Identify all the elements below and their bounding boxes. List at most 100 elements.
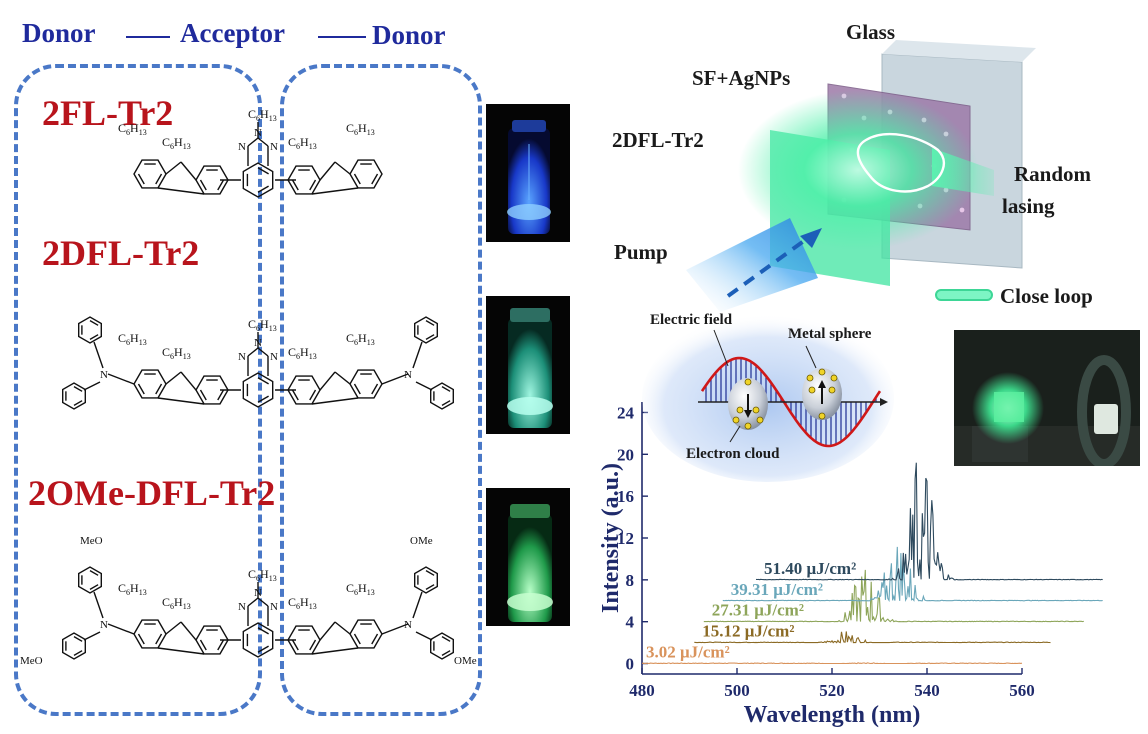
double-bond [309, 389, 317, 401]
label-glass: Glass [846, 20, 896, 44]
hexyl-label: C6H13 [162, 595, 191, 611]
electron-dot [756, 416, 764, 424]
electric-field-wave [700, 356, 882, 448]
double-bond [155, 383, 163, 395]
double-bond [199, 639, 207, 651]
double-bond [441, 386, 451, 392]
molecule-name-2fl-tr2: 2FL-Tr2 [42, 93, 174, 133]
double-bond [89, 570, 99, 576]
bond [247, 137, 259, 147]
double-bond [73, 400, 83, 406]
electron-dot [806, 374, 814, 382]
nitrogen-label: N [100, 619, 108, 631]
electron-dot [818, 368, 826, 376]
bond [247, 347, 259, 357]
x-axis-label: Wavelength (nm) [744, 702, 921, 728]
double-bond [425, 584, 435, 590]
bond [412, 341, 423, 369]
lasing-output-beam [932, 148, 994, 196]
electron-dot [752, 406, 760, 414]
bond [83, 631, 101, 641]
double-bond [371, 633, 379, 645]
nitrogen-label: N [270, 601, 278, 613]
surface-plasmon-inset [642, 314, 894, 482]
electron-dot [744, 422, 752, 430]
pump-arrowhead-icon [800, 228, 822, 248]
vial-cyan-icon [507, 308, 553, 428]
double-bond [257, 645, 269, 653]
benzene-ring [77, 316, 103, 344]
double-bond [425, 320, 435, 326]
bond [157, 397, 205, 405]
double-bond [309, 179, 317, 191]
spectrum-line [722, 546, 1103, 603]
double-bond [353, 633, 361, 645]
double-bond [217, 389, 225, 401]
bond [412, 591, 423, 619]
x-tick-label: 560 [1009, 681, 1035, 700]
methoxy-label: OMe [410, 535, 433, 547]
double-bond [441, 400, 451, 406]
label-metal-sphere: Metal sphere [788, 326, 872, 342]
nitrogen-label: N [238, 601, 246, 613]
double-bond [137, 173, 145, 185]
nitrogen-label: N [238, 141, 246, 153]
double-bond [217, 179, 225, 191]
double-bond [257, 395, 269, 403]
y-axis-label: Intensity (a.u.) [598, 463, 624, 613]
double-bond [441, 636, 451, 642]
benzene-ring [242, 622, 274, 658]
methoxy-label: MeO [80, 535, 103, 547]
label-lasing: lasing [1002, 194, 1055, 218]
vial-photo-2fl-tr2 [486, 104, 570, 242]
header-acceptor: Acceptor [180, 18, 285, 48]
label-electric-field: Electric field [650, 312, 733, 328]
electron-dot [736, 406, 744, 414]
double-bond [353, 383, 361, 395]
nitrogen-label: N [238, 351, 246, 363]
close-loop-swatch [935, 289, 993, 301]
bond [381, 623, 409, 635]
molecule-name-2ome-dfl-tr2: 2OMe-DFL-Tr2 [28, 473, 276, 513]
hexyl-label-triazole: C6H13 [248, 317, 277, 333]
spectrum-line [755, 462, 1103, 581]
hexyl-label: C6H13 [346, 331, 375, 347]
spectrum-line [641, 662, 1023, 665]
double-bond [199, 389, 207, 401]
double-bond [425, 334, 435, 340]
bond [165, 621, 182, 635]
bond [334, 161, 351, 175]
double-bond [137, 383, 145, 395]
electron-dot [744, 378, 752, 386]
molecule-name-2dfl-tr2: 2DFL-Tr2 [42, 233, 200, 273]
electron-dot [818, 412, 826, 420]
device-photo [954, 330, 1140, 466]
benzene-ring [77, 566, 103, 594]
series-label: 51.40 μJ/cm² [764, 559, 856, 578]
double-bond [73, 636, 83, 642]
electron-dot [808, 386, 816, 394]
double-bond [291, 639, 299, 651]
bond [415, 381, 433, 391]
electron-dot [828, 386, 836, 394]
y-tick-label: 4 [626, 613, 635, 632]
vial-photo-2ome-dfl-tr2 [486, 488, 570, 626]
y-tick-label: 12 [617, 529, 634, 548]
double-bond [291, 389, 299, 401]
bond [180, 161, 197, 181]
series-label: 15.12 μJ/cm² [702, 622, 794, 641]
spectrum-line [703, 569, 1084, 624]
label-random: Random [1014, 162, 1092, 186]
hexyl-label: C6H13 [118, 581, 147, 597]
double-bond [309, 639, 317, 651]
x-tick-label: 520 [819, 681, 845, 700]
header-donor-right: Donor [372, 20, 446, 50]
nitrogen-label: N [100, 369, 108, 381]
electron-dot [830, 374, 838, 382]
double-bond [73, 386, 83, 392]
bond [107, 623, 135, 635]
x-tick-label: 540 [914, 681, 940, 700]
hexyl-label: C6H13 [288, 345, 317, 361]
double-bond [199, 179, 207, 191]
bond [381, 373, 409, 385]
